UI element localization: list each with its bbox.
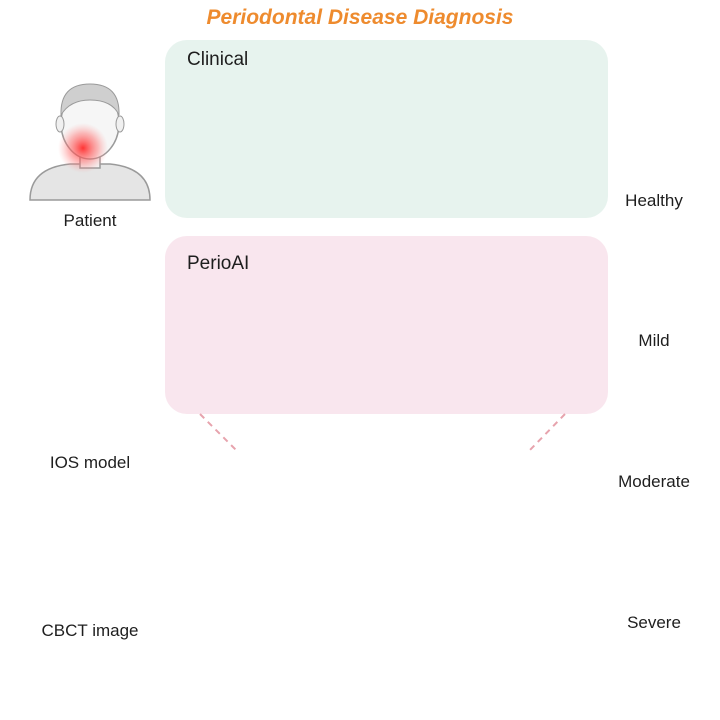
- diagram-title: Periodontal Disease Diagnosis: [206, 6, 514, 29]
- severity-label-healthy: Healthy: [625, 191, 683, 210]
- clinical-label: Clinical: [187, 49, 249, 70]
- perioai-label: PerioAI: [187, 253, 250, 274]
- ios-model-label: IOS model: [49, 453, 131, 472]
- severity-label-moderate: Moderate: [618, 472, 690, 491]
- cbct-image-label: CBCT image: [41, 621, 139, 640]
- perioai-panel: [165, 236, 608, 414]
- clinical-panel: [165, 40, 608, 218]
- dashed-connector: [199, 413, 566, 453]
- severity-label-mild: Mild: [638, 331, 670, 350]
- patient-face-icon: [29, 83, 151, 201]
- severity-label-severe: Severe: [627, 613, 681, 632]
- patient-label: Patient: [63, 211, 117, 230]
